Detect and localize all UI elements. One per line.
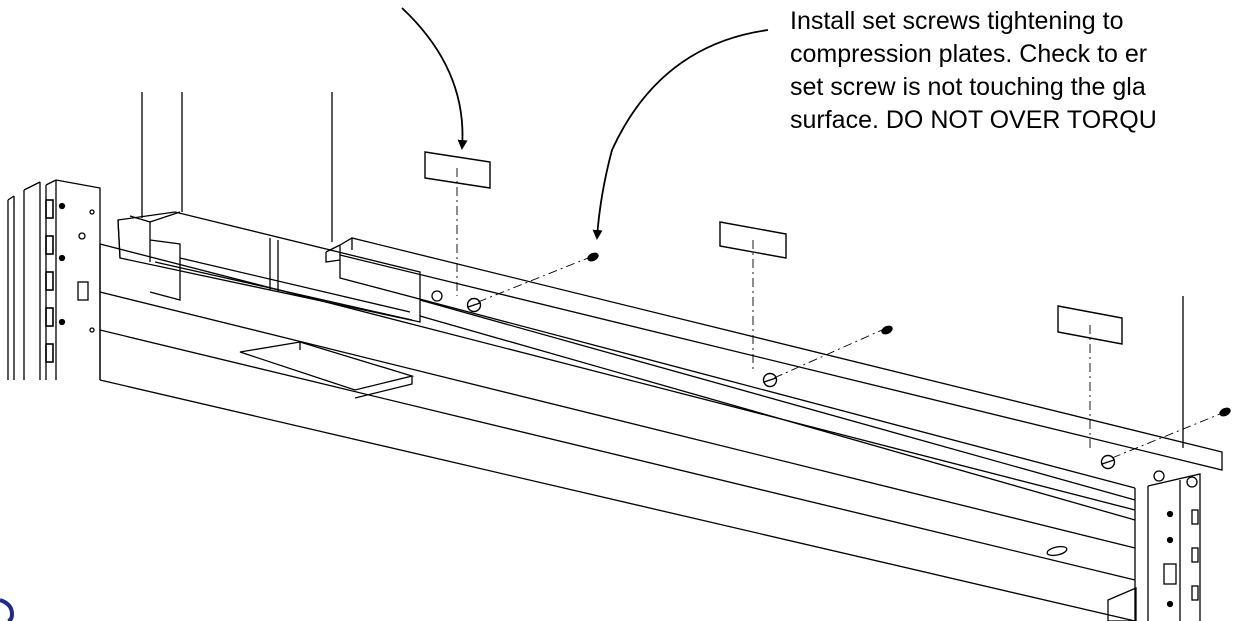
compression-plate-2 [719, 221, 787, 259]
main-beam [99, 243, 1136, 621]
instruction-line: compression plates. Check to er [790, 40, 1148, 68]
retaining-strip [325, 237, 1223, 621]
instruction-line: surface. DO NOT OVER TORQU [790, 106, 1157, 134]
set-screw-3 [1219, 407, 1231, 417]
compression-plates [424, 151, 1123, 345]
instruction-line: Install set screws tightening to [790, 7, 1124, 35]
channel-housing [117, 211, 421, 323]
compression-plate-3 [1057, 305, 1123, 345]
screw-holes [466, 297, 1116, 470]
left-mounting-post [7, 179, 101, 380]
glass-panel-edges [141, 92, 1184, 448]
arrow-to-set-screw [592, 29, 769, 240]
alignment-lines [456, 168, 1221, 459]
instruction-line: set screw is not touching the gla [790, 73, 1146, 101]
compression-plate-1 [424, 151, 491, 189]
set-screw-instruction: Install set screws tightening to compres… [790, 5, 1235, 137]
set-screws [587, 252, 1231, 417]
corner-logo-mark [0, 598, 15, 621]
right-mounting-post [1107, 473, 1201, 621]
leader-arrows [401, 7, 769, 240]
arrow-to-compression-plate [401, 7, 468, 150]
set-screw-2 [881, 325, 893, 335]
set-screw-1 [587, 252, 599, 262]
